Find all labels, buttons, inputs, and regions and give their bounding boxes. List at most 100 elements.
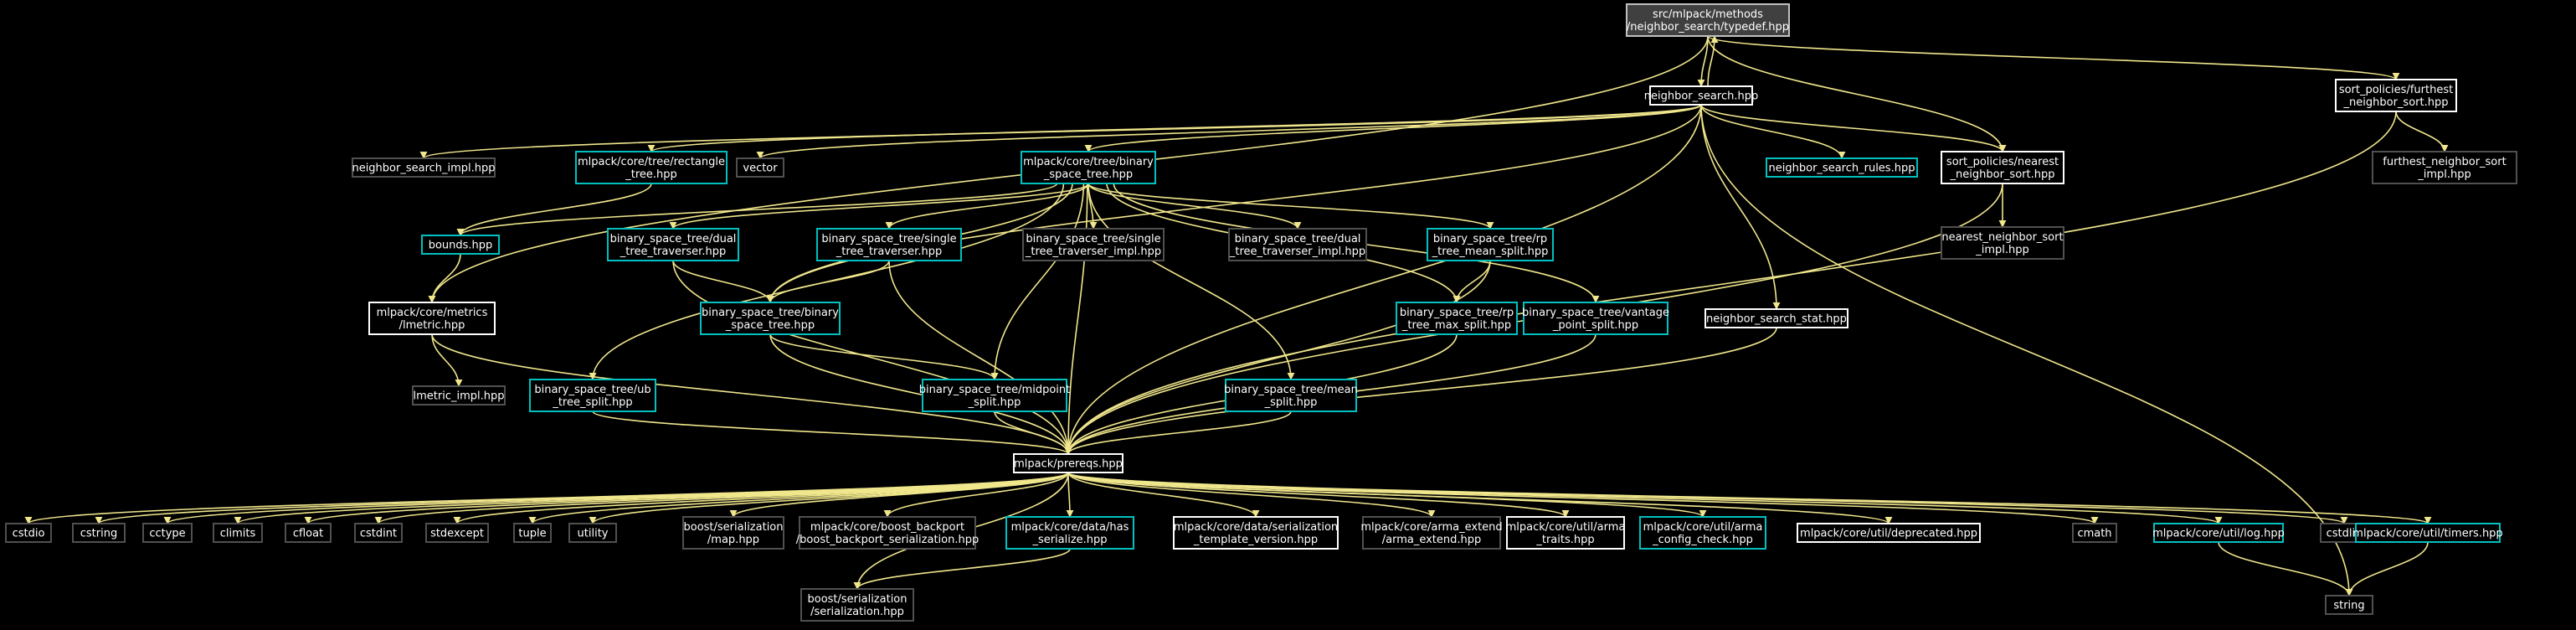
node-arma_extend[interactable]: mlpack/core/arma_extend/arma_extend.hpp: [1360, 516, 1503, 550]
node-nearest[interactable]: sort_policies/nearest_neighbor_sort.hpp: [1941, 151, 2064, 184]
node-single_trav_impl-label-line-0: binary_space_tree/single: [1026, 233, 1160, 245]
node-ub[interactable]: binary_space_tree/ub_tree_split.hpp: [529, 379, 656, 412]
node-tuple[interactable]: tuple: [513, 523, 552, 543]
node-ns_impl-box: [352, 158, 496, 178]
node-lmetric_impl-label-line-0: lmetric_impl.hpp: [414, 390, 505, 403]
node-mean[interactable]: binary_space_tree/mean_split.hpp: [1224, 379, 1358, 412]
node-climits[interactable]: climits: [213, 523, 263, 543]
node-lmetric[interactable]: mlpack/core/metrics/lmetric.hpp: [368, 302, 496, 335]
node-rp_max[interactable]: binary_space_tree/rp_tree_max_split.hpp: [1396, 302, 1518, 335]
node-cctype[interactable]: cctype: [142, 523, 193, 543]
edge-log-to-string: [2218, 541, 2353, 596]
edge-prereqs-to-cmath: [1067, 472, 2099, 524]
edge-single_trav-to-bst: [766, 260, 890, 303]
node-backport[interactable]: mlpack/core/boost_backport/boost_backpor…: [796, 516, 979, 550]
edge-single_trav-to-prereqs: [888, 260, 1072, 455]
node-boost_map-label-line-0: boost/serialization: [683, 521, 783, 534]
node-dual_trav[interactable]: binary_space_tree/dual_tree_traverser.hp…: [607, 228, 739, 261]
node-ns_rules[interactable]: neighbor_search_rules.hpp: [1766, 158, 1918, 178]
node-typedef[interactable]: src/mlpack/methods/neighbor_search/typed…: [1626, 3, 1790, 37]
node-tuple-label-line-0: tuple: [518, 528, 546, 540]
edge-ns-to-bst_hpp: [1084, 104, 1702, 152]
node-midpoint-label-line-1: _split.hpp: [968, 396, 1021, 409]
node-deprecated[interactable]: mlpack/core/util/deprecated.hpp: [1797, 523, 1981, 543]
node-has_serialize[interactable]: mlpack/core/data/has_serialize.hpp: [1005, 516, 1134, 550]
node-ns_stat[interactable]: neighbor_search_stat.hpp: [1704, 308, 1848, 328]
node-furthest[interactable]: sort_policies/furthest_neighbor_sort.hpp: [2335, 79, 2457, 112]
node-ub-box: [529, 379, 656, 412]
node-vector[interactable]: vector: [736, 158, 784, 178]
node-arma_extend-label-line-1: /arma_extend.hpp: [1382, 534, 1482, 546]
edge-ub-to-prereqs: [592, 411, 1072, 455]
node-rect[interactable]: mlpack/core/tree/rectangle_tree.hpp: [575, 151, 728, 184]
node-arma_extend-box: [1362, 516, 1501, 550]
node-vantage[interactable]: binary_space_tree/vantage_point_split.hp…: [1522, 302, 1669, 335]
node-cfloat[interactable]: cfloat: [285, 523, 332, 543]
node-typedef-label-line-0: src/mlpack/methods: [1653, 8, 1763, 21]
node-climits-label-line-0: climits: [220, 528, 256, 540]
node-arma_traits-label-line-0: mlpack/core/util/arma: [1506, 521, 1626, 534]
node-utility[interactable]: utility: [568, 523, 617, 543]
edge-bst-to-prereqs: [769, 333, 1072, 455]
node-cstdint[interactable]: cstdint: [354, 523, 403, 543]
edge-rp_mean-to-rp_max: [1453, 260, 1491, 303]
node-bst_hpp[interactable]: mlpack/core/tree/binary_space_tree.hpp: [1021, 151, 1156, 184]
node-log[interactable]: mlpack/core/util/log.hpp: [2152, 523, 2285, 543]
node-ns[interactable]: neighbor_search.hpp: [1644, 85, 1758, 106]
node-furthest_impl-label-line-0: furthest_neighbor_sort: [2383, 156, 2506, 168]
node-cmath[interactable]: cmath: [2072, 523, 2117, 543]
node-ns_impl-label-line-0: neighbor_search_impl.hpp: [352, 163, 495, 175]
edge-ns-to-typedef: [1707, 35, 1719, 87]
edge-bst_hpp-to-bounds: [456, 183, 1058, 236]
node-boost_map[interactable]: boost/serialization/map.hpp: [682, 516, 784, 550]
node-ns_impl[interactable]: neighbor_search_impl.hpp: [352, 158, 496, 178]
node-template_version[interactable]: mlpack/core/data/serialization_template_…: [1173, 516, 1339, 550]
edge-prereqs-to-cctype: [163, 472, 1069, 524]
edge-prereqs-to-climits: [234, 472, 1069, 524]
node-bst-label-line-0: binary_space_tree/binary: [702, 307, 839, 319]
edge-ns_stat-to-prereqs: [1064, 327, 1777, 455]
node-rect-label-line-1: _tree.hpp: [625, 168, 677, 181]
node-backport-label-line-1: /boost_backport_serialization.hpp: [796, 534, 979, 546]
node-timers-label-line-0: mlpack/core/util/timers.hpp: [2352, 528, 2502, 540]
node-single_trav[interactable]: binary_space_tree/single_tree_traverser.…: [816, 228, 962, 261]
node-prereqs[interactable]: mlpack/prereqs.hpp: [1013, 453, 1123, 473]
node-arma_config[interactable]: mlpack/core/util/arma_config_check.hpp: [1639, 516, 1766, 550]
node-furthest_impl[interactable]: furthest_neighbor_sort_impl.hpp: [2372, 151, 2517, 184]
node-ns-label-line-0: neighbor_search.hpp: [1644, 90, 1758, 103]
node-cstring[interactable]: cstring: [72, 523, 126, 543]
node-boost_ser[interactable]: boost/serialization/serialization.hpp: [800, 588, 914, 622]
node-single_trav_impl[interactable]: binary_space_tree/single_tree_traverser_…: [1022, 228, 1165, 261]
edge-typedef-to-furthest: [1707, 35, 2400, 80]
node-timers[interactable]: mlpack/core/util/timers.hpp: [2352, 523, 2503, 543]
node-arma_traits[interactable]: mlpack/core/util/arma_traits.hpp: [1506, 516, 1626, 550]
node-cstdio[interactable]: cstdio: [5, 523, 52, 543]
node-lmetric_impl-box: [412, 385, 506, 405]
edge-prereqs-to-backport: [883, 472, 1069, 518]
node-stdexcept[interactable]: stdexcept: [425, 523, 489, 543]
node-rp_mean[interactable]: binary_space_tree/rp_tree_mean_split.hpp: [1427, 228, 1554, 261]
node-dual_trav_impl[interactable]: binary_space_tree/dual_tree_traverser_im…: [1228, 228, 1367, 261]
node-cstdio-label-line-0: cstdio: [13, 528, 45, 540]
node-bounds[interactable]: bounds.hpp: [421, 235, 500, 255]
node-dual_trav-label-line-1: _tree_traverser.hpp: [620, 245, 726, 258]
node-bst[interactable]: binary_space_tree/binary_space_tree.hpp: [700, 302, 841, 335]
edge-furthest-to-furthest_impl: [2395, 111, 2449, 152]
node-lmetric-box: [368, 302, 496, 335]
node-furthest-box: [2335, 79, 2457, 112]
edge-ns-to-ns_rules: [1700, 104, 1846, 159]
node-rp_max-box: [1396, 302, 1518, 335]
node-cmath-label-line-0: cmath: [2077, 528, 2111, 540]
node-dual_trav-box: [607, 228, 739, 261]
edge-bst_hpp-to-mean: [1087, 183, 1295, 380]
node-string[interactable]: string: [2325, 595, 2373, 615]
node-ub-label-line-1: _tree_split.hpp: [552, 396, 632, 409]
node-mean-label-line-1: _split.hpp: [1264, 396, 1318, 409]
node-nearest_impl[interactable]: nearest_neighbor_sort_impl.hpp: [1941, 226, 2064, 260]
node-lmetric_impl[interactable]: lmetric_impl.hpp: [412, 385, 506, 405]
node-midpoint[interactable]: binary_space_tree/midpoint_split.hpp: [919, 379, 1070, 412]
node-bst_hpp-label-line-1: _space_tree.hpp: [1043, 168, 1133, 181]
node-nearest_impl-label-line-1: _impl.hpp: [1975, 244, 2029, 256]
node-stdexcept-label-line-0: stdexcept: [430, 528, 484, 540]
